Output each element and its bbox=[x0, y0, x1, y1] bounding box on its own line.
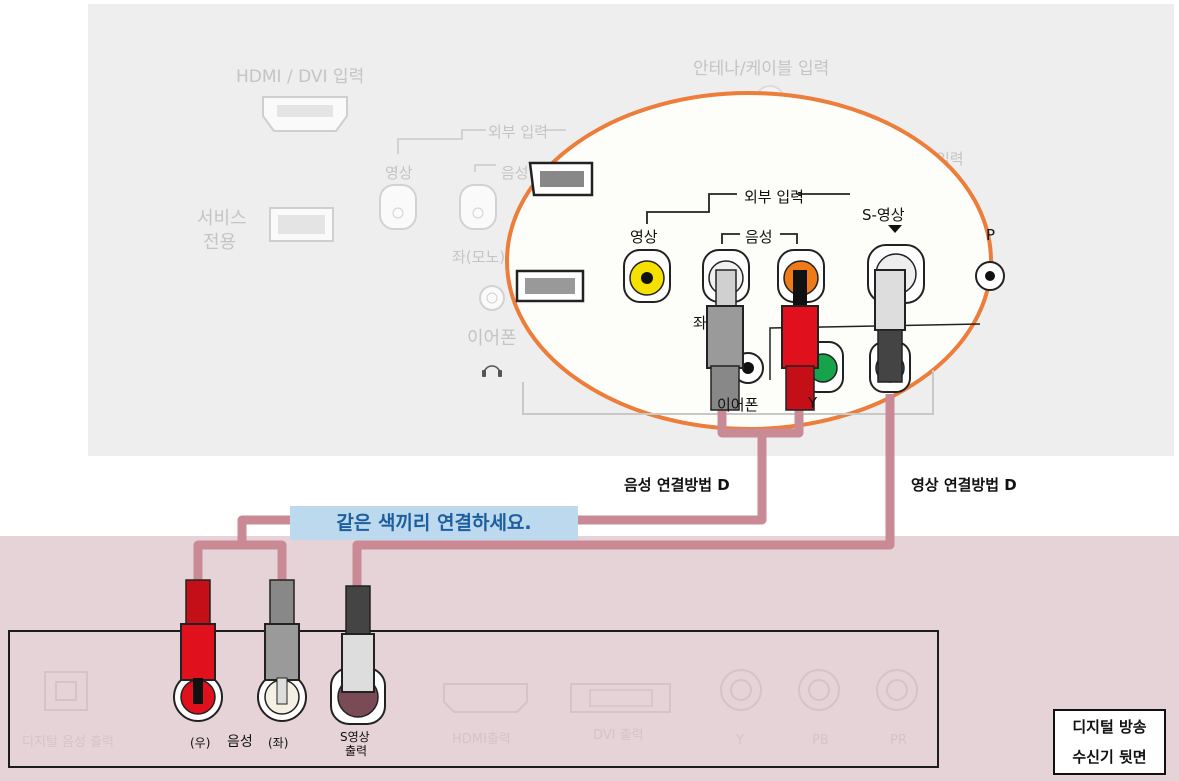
service-port bbox=[269, 207, 334, 242]
receiver-s-video-plug bbox=[341, 585, 375, 693]
zoom-hdmi-port bbox=[528, 161, 594, 197]
receiver-hdmi-port bbox=[443, 683, 528, 713]
zoom-bracket-lines bbox=[646, 193, 850, 244]
receiver-dvi-port bbox=[570, 683, 671, 713]
receiver-pr-jack bbox=[876, 669, 918, 711]
receiver-pb-jack bbox=[798, 669, 840, 711]
same-color-banner: 같은 색끼리 연결하세요. bbox=[290, 506, 578, 540]
antenna-input-label: 안테나/케이블 입력 bbox=[693, 59, 830, 79]
hdmi-port bbox=[262, 96, 348, 132]
zoom-audio-label: 음성 bbox=[745, 228, 773, 246]
receiver-right-label: (우) bbox=[190, 736, 211, 750]
zoom-yellow-video-jack bbox=[623, 249, 671, 303]
zoom-service-port bbox=[515, 269, 585, 303]
zoom-s-video-plug bbox=[874, 269, 906, 383]
receiver-rear-panel bbox=[8, 630, 939, 768]
zoom-s-video-label: S-영상 bbox=[862, 206, 905, 224]
hdmi-dvi-input-label: HDMI / DVI 입력 bbox=[236, 67, 365, 87]
zoom-earphone-label: 이어폰 bbox=[717, 396, 759, 414]
receiver-title-line2: 수신기 뒷면 bbox=[1072, 748, 1147, 766]
receiver-optical-port bbox=[44, 671, 88, 711]
receiver-audio-label: 음성 bbox=[227, 734, 253, 750]
audio-jack-faint bbox=[459, 184, 497, 230]
headphone-icon bbox=[482, 365, 502, 377]
receiver-red-plug bbox=[180, 579, 216, 704]
zoom-gray-plug bbox=[706, 269, 744, 411]
zoom-external-input-label: 외부 입력 bbox=[744, 188, 804, 206]
zoom-partial-right-label: P bbox=[986, 226, 996, 244]
left-mono-label: 좌(모노) bbox=[452, 248, 506, 266]
receiver-y-label: Y bbox=[736, 733, 744, 748]
zoom-panel-bottom bbox=[522, 370, 934, 415]
video-label: 영상 bbox=[385, 164, 413, 182]
receiver-pr-label: PR bbox=[890, 733, 907, 748]
zoom-partial-left-label: 좌 bbox=[693, 314, 707, 332]
external-input-label: 외부 입력 bbox=[488, 123, 548, 141]
service-label-line1: 서비스 bbox=[197, 208, 247, 229]
dvi-out-label: DVI 출력 bbox=[593, 728, 644, 743]
earphone-jack-faint bbox=[479, 285, 505, 311]
receiver-title-line1: 디지털 방송 bbox=[1072, 718, 1147, 736]
video-jack-faint bbox=[379, 184, 417, 230]
zoom-y-label: Y bbox=[808, 394, 818, 412]
receiver-title-box: 디지털 방송 수신기 뒷면 bbox=[1053, 709, 1166, 775]
zoom-right-jack bbox=[975, 261, 1005, 291]
earphone-label: 이어폰 bbox=[467, 328, 517, 349]
zoom-video-label: 영상 bbox=[630, 228, 658, 246]
video-method-label: 영상 연결방법 D bbox=[911, 476, 1017, 494]
zoom-red-plug bbox=[781, 270, 819, 411]
audio-method-label: 음성 연결방법 D bbox=[624, 476, 730, 494]
receiver-left-label: (좌) bbox=[268, 736, 289, 750]
audio-cable-left-branch bbox=[242, 540, 287, 582]
audio-cable bbox=[193, 433, 767, 582]
receiver-s-video-label-line2: 출력 bbox=[345, 744, 368, 758]
receiver-gray-plug bbox=[264, 579, 300, 705]
digital-audio-out-label: 디지털 음성 출력 bbox=[22, 735, 114, 750]
receiver-y-jack bbox=[720, 669, 762, 711]
hdmi-out-label: HDMI출력 bbox=[452, 732, 511, 747]
receiver-pb-label: PB bbox=[812, 733, 829, 748]
service-label-line2: 전용 bbox=[203, 232, 237, 253]
arrow-down-icon bbox=[888, 225, 902, 233]
cables bbox=[193, 394, 895, 588]
video-cable bbox=[352, 394, 895, 588]
audio-label: 음성 bbox=[501, 164, 529, 182]
zoom-wire-lines bbox=[769, 323, 981, 380]
receiver-s-video-label-line1: S영상 bbox=[340, 730, 370, 744]
